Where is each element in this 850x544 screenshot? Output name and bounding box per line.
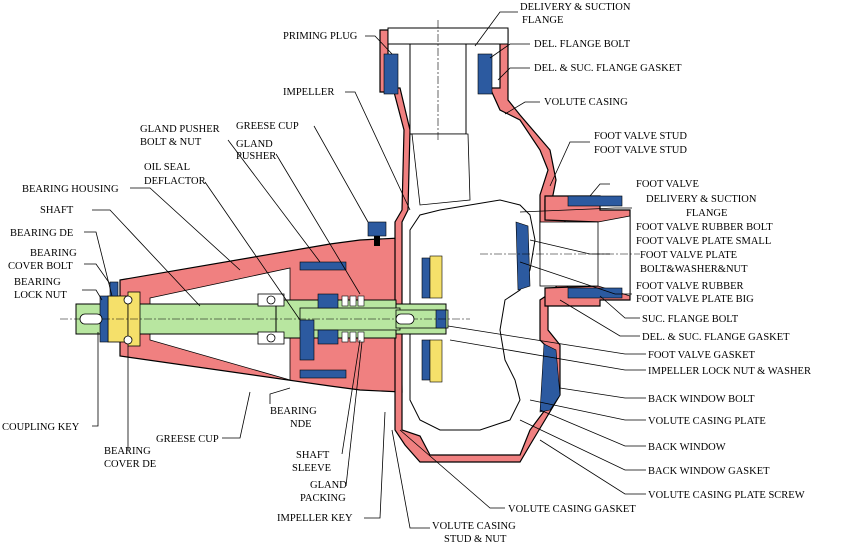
gland-pusher-upper — [317, 293, 339, 309]
priming-plug-bolt — [383, 53, 399, 95]
volute-casing — [379, 29, 571, 463]
back-window — [539, 343, 561, 413]
gland-pusher-bolt-lower — [299, 369, 347, 379]
suc-flange-bolt — [567, 287, 623, 299]
label-bearing-de: BEARING DE — [10, 228, 73, 239]
foot-valve-rubber — [515, 221, 531, 291]
label-gland-packing-1: GLAND — [310, 480, 347, 491]
label-foot-valve-plate-small: FOOT VALVE PLATE SMALL — [636, 236, 771, 247]
impeller-vane-upper — [429, 255, 443, 299]
label-suc-flange-bolt: SUC. FLANGE BOLT — [642, 314, 739, 325]
label-bearing-nde-2: NDE — [290, 419, 312, 430]
foot-valve-passage — [597, 215, 631, 297]
label-gland-pusher-bolt-nut-2: BOLT & NUT — [140, 137, 202, 148]
gland-pusher-bolt-upper — [299, 261, 347, 271]
label-shaft-sleeve-2: SLEEVE — [292, 463, 331, 474]
label-coupling-key: COUPLING KEY — [2, 422, 80, 433]
label-volute-casing-plate-screw: VOLUTE CASING PLATE SCREW — [648, 490, 805, 501]
label-foot-valve-stud-1: FOOT VALVE STUD — [594, 131, 687, 142]
label-oil-seal-deflactor-1: OIL SEAL — [144, 162, 190, 173]
label-gland-pusher-bolt-nut-1: GLAND PUSHER — [140, 124, 220, 135]
leader-lines — [82, 11, 646, 529]
label-volute-casing: VOLUTE CASING — [544, 97, 628, 108]
label-bearing-nde-1: BEARING — [270, 406, 317, 417]
label-foot-valve-rubber-bolt: FOOT VALVE RUBBER BOLT — [636, 222, 773, 233]
label-delivery-suction-flange-mid-2: FLANGE — [686, 208, 727, 219]
foot-valve-stud-upper — [567, 195, 623, 207]
delivery-passage — [411, 133, 471, 206]
delivery-flange-top — [387, 27, 509, 45]
label-back-window: BACK WINDOW — [648, 442, 726, 453]
label-shaft: SHAFT — [40, 205, 74, 216]
label-del-suc-flange-gasket-mid: DEL. & SUC. FLANGE GASKET — [642, 332, 790, 343]
label-foot-valve-plate-1: FOOT VALVE PLATE — [640, 250, 737, 261]
label-bearing-cover-de-1: BEARING — [104, 446, 151, 457]
gland-packing — [341, 295, 365, 343]
label-delivery-suction-flange-top-1: DELIVERY & SUCTION — [520, 2, 631, 13]
label-volute-casing-stud-nut-1: VOLUTE CASING — [432, 521, 516, 532]
bearing-de-ball-bottom — [123, 335, 133, 345]
label-gland-pusher-1: GLAND — [236, 139, 273, 150]
label-foot-valve-plate-2: BOLT&WASHER&NUT — [640, 264, 748, 275]
label-del-flange-bolt: DEL. FLANGE BOLT — [534, 39, 631, 50]
label-bearing-housing: BEARING HOUSING — [22, 184, 119, 195]
label-bearing-cover-bolt-2: COVER BOLT — [8, 261, 73, 272]
label-delivery-suction-flange-mid-1: DELIVERY & SUCTION — [646, 194, 757, 205]
label-shaft-sleeve-1: SHAFT — [296, 450, 330, 461]
impeller-vane-lower — [429, 339, 443, 383]
label-del-suc-flange-gasket-top: DEL. & SUC. FLANGE GASKET — [534, 63, 682, 74]
label-bearing-lock-nut-1: BEARING — [14, 277, 61, 288]
gland-pusher-lower — [317, 329, 339, 345]
label-impeller-key: IMPELLER KEY — [277, 513, 353, 524]
label-foot-valve-plate-big: FOOT VALVE PLATE BIG — [636, 294, 754, 305]
label-foot-valve-rubber: FOOT VALVE RUBBER — [636, 281, 744, 292]
label-volute-casing-gasket: VOLUTE CASING GASKET — [508, 504, 636, 515]
del-flange-bolt — [477, 53, 493, 95]
label-bearing-lock-nut-2: LOCK NUT — [14, 290, 67, 301]
label-bearing-cover-bolt-1: BEARING — [30, 248, 77, 259]
label-foot-valve-stud-2: FOOT VALVE STUD — [594, 145, 687, 156]
label-foot-valve: FOOT VALVE — [636, 179, 699, 190]
label-greese-cup-bottom: GREESE CUP — [156, 434, 219, 445]
label-foot-valve-gasket: FOOT VALVE GASKET — [648, 350, 756, 361]
label-gland-packing-2: PACKING — [300, 493, 346, 504]
label-greese-cup-top: GREESE CUP — [236, 121, 299, 132]
label-impeller-lock-nut-washer: IMPELLER LOCK NUT & WASHER — [648, 366, 811, 377]
bearing-de-ball-top — [123, 295, 133, 305]
bearing-nde-ball-bottom — [266, 333, 276, 343]
greese-cup-top — [367, 221, 387, 237]
impeller-hub-blue-lower — [421, 339, 431, 381]
label-gland-pusher-2: PUSHER — [236, 151, 276, 162]
label-volute-casing-plate: VOLUTE CASING PLATE — [648, 416, 766, 427]
label-back-window-bolt: BACK WINDOW BOLT — [648, 394, 755, 405]
label-priming-plug: PRIMING PLUG — [283, 31, 358, 42]
greese-cup-top-stem — [374, 236, 380, 246]
oil-seal-deflactor-upper — [299, 319, 315, 361]
impeller-key — [395, 313, 415, 325]
bearing-nde-ball-top — [266, 295, 276, 305]
label-back-window-gasket: BACK WINDOW GASKET — [648, 466, 770, 477]
label-volute-casing-stud-nut-2: STUD & NUT — [444, 534, 507, 544]
coupling-key — [79, 313, 103, 325]
impeller-hub-blue-upper — [421, 257, 431, 299]
label-delivery-suction-flange-top-2: FLANGE — [522, 15, 563, 26]
label-oil-seal-deflactor-2: DEFLACTOR — [144, 176, 206, 187]
label-impeller: IMPELLER — [283, 87, 334, 98]
label-bearing-cover-de-2: COVER DE — [104, 459, 156, 470]
